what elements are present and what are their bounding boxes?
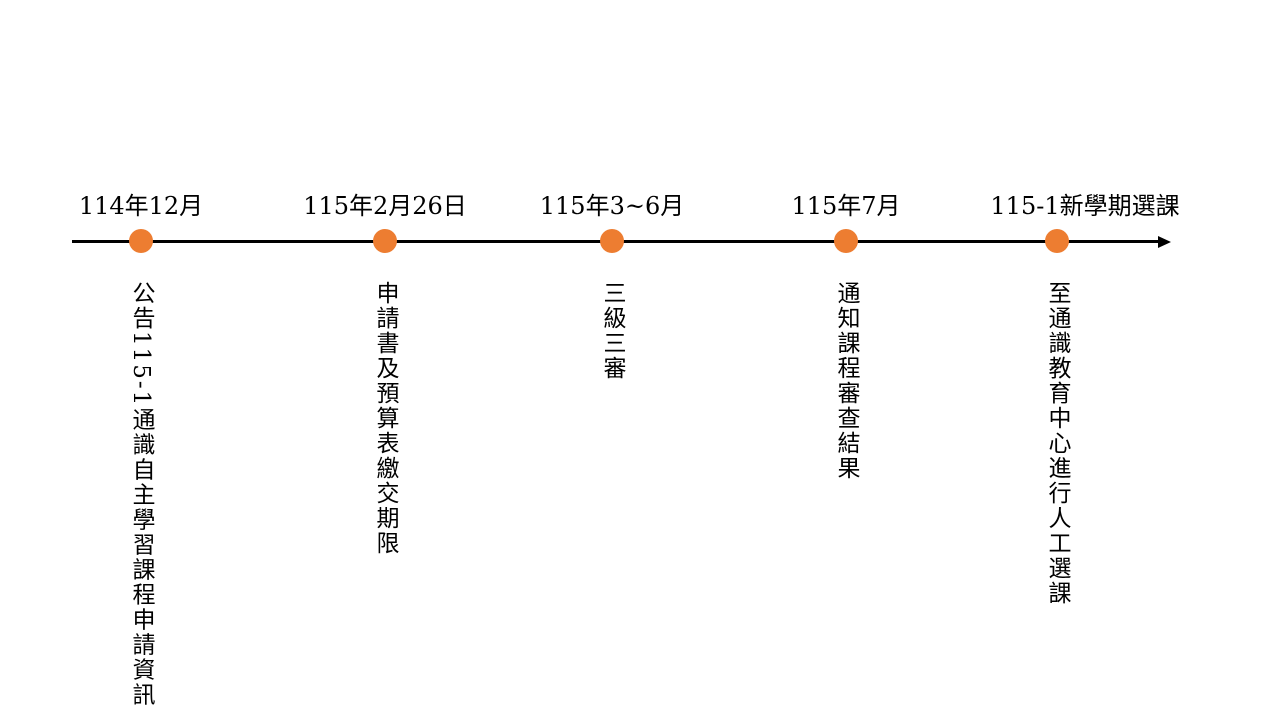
milestone-dot	[1045, 229, 1069, 253]
milestone-date: 115年3~6月	[539, 192, 685, 220]
milestone-date: 115年7月	[791, 192, 901, 220]
milestone-date: 115-1新學期選課	[990, 192, 1180, 220]
milestone-dot	[373, 229, 397, 253]
milestone-description: 三級三審	[599, 281, 625, 381]
arrow-head-icon	[1158, 235, 1171, 248]
milestone-dot	[834, 229, 858, 253]
milestone-description: 至通識教育中心進行人工選課	[1044, 281, 1070, 606]
milestone-dot	[600, 229, 624, 253]
milestone-description: 申請書及預算表繳交期限	[372, 281, 398, 556]
milestone-date: 115年2月26日	[303, 192, 467, 220]
milestone-description: 公告115-1通識自主學習課程申請資訊	[128, 281, 154, 708]
milestone-description: 通知課程審查結果	[833, 281, 859, 481]
milestone-dot	[129, 229, 153, 253]
milestone-date: 114年12月	[78, 192, 204, 220]
